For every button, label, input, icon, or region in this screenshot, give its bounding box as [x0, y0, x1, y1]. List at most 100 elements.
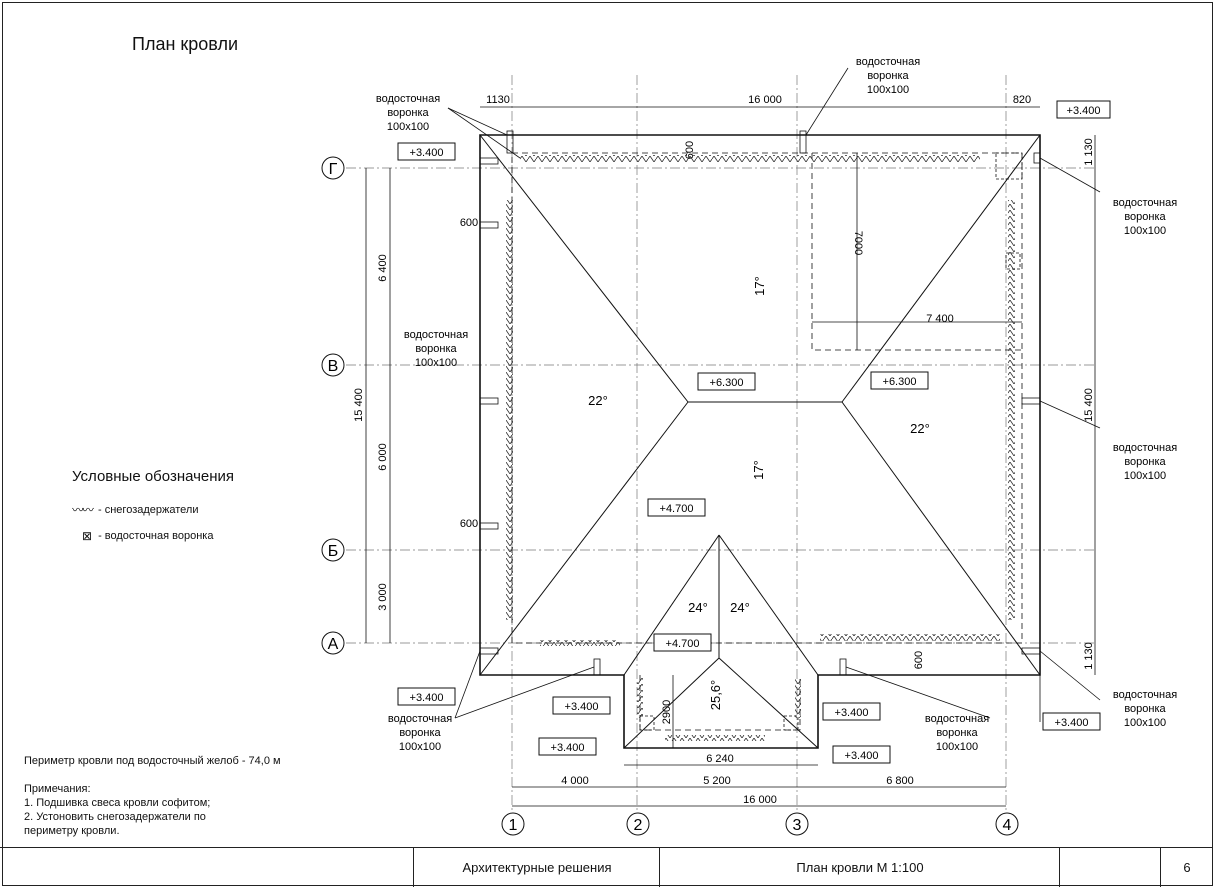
dim-label: 16 000: [748, 94, 782, 106]
level-mark: +3.400: [410, 147, 444, 159]
legend-item-drain-funnel: ⊠ - водосточная воронка: [82, 529, 213, 543]
legend-item-snow-guards: 〰〰 - снегозадержатели: [72, 501, 198, 518]
level-mark: +6.300: [883, 376, 917, 388]
dim-label: 6 240: [706, 753, 734, 765]
dim-label: 1130: [486, 94, 510, 106]
snow-guard-icon: 〰〰: [72, 503, 94, 517]
level-mark: +3.400: [410, 692, 444, 704]
dim-label: 600: [913, 651, 925, 669]
funnel-label: воронка: [1124, 703, 1166, 715]
dim-label: 4 000: [561, 775, 589, 787]
stamp-sheet-title: План кровли М 1:100: [659, 848, 1060, 887]
dim-label: 7 400: [926, 313, 954, 325]
dim-label: 2900: [661, 700, 673, 724]
axis-col-0: 1: [509, 817, 518, 834]
stamp-section: Архитектурные решения: [413, 848, 660, 887]
funnel-label: воронка: [1124, 211, 1166, 223]
level-mark: +4.700: [660, 503, 694, 515]
level-mark-box: [822, 702, 881, 721]
axis-row-1: В: [328, 358, 339, 375]
level-mark: +4.700: [666, 638, 700, 650]
level-mark: +3.400: [565, 701, 599, 713]
level-mark: +3.400: [1055, 717, 1089, 729]
dim-label: 15 400: [353, 388, 365, 422]
dim-label: 15 400: [1083, 388, 1095, 422]
funnel-label: водосточная: [856, 56, 920, 68]
level-mark: +3.400: [551, 742, 585, 754]
axis-row-2-circle: [321, 538, 345, 562]
funnel-label: водосточная: [376, 93, 440, 105]
legend-label: - снегозадержатели: [98, 503, 199, 516]
axis-col-0-circle: [501, 812, 525, 836]
dim-label: 6 000: [377, 443, 389, 471]
funnel-label: 100x100: [936, 741, 978, 753]
funnel-label: воронка: [1124, 456, 1166, 468]
dim-label: 600: [684, 141, 696, 159]
title-block: Архитектурные решения План кровли М 1:10…: [0, 847, 1213, 887]
slope-label: 22°: [910, 421, 930, 436]
level-mark-box: [552, 696, 611, 715]
funnel-label: воронка: [867, 70, 909, 82]
slope-label: 17°: [752, 276, 767, 296]
stamp-sheet-number: 6: [1160, 848, 1213, 887]
axis-row-0-circle: [321, 156, 345, 180]
funnel-label: воронка: [399, 727, 441, 739]
axis-col-2-circle: [785, 812, 809, 836]
funnel-label: водосточная: [388, 713, 452, 725]
level-mark: +3.400: [835, 707, 869, 719]
legend-label: - водосточная воронка: [98, 530, 214, 542]
level-mark-box: [538, 737, 597, 756]
axis-col-2: 3: [793, 817, 802, 834]
funnel-label: 100x100: [1124, 470, 1166, 482]
notes-line: периметру кровли.: [24, 825, 120, 837]
page-title: План кровли: [132, 34, 238, 54]
level-mark: +6.300: [710, 377, 744, 389]
slope-label: 24°: [688, 600, 708, 615]
funnel-label: 100x100: [387, 121, 429, 133]
funnel-label: воронка: [936, 727, 978, 739]
drain-funnel-icon: ⊠: [82, 529, 93, 543]
dim-label: 1 130: [1083, 138, 1095, 166]
level-mark-box: [870, 371, 929, 390]
funnel-label: 100x100: [1124, 717, 1166, 729]
funnel-label: водосточная: [1113, 689, 1177, 701]
notes-line: 2. Устоновить снегозадержатели по: [24, 811, 206, 823]
slope-label: 25,6°: [708, 680, 723, 711]
level-mark-box: [832, 745, 891, 764]
dim-label: 600: [460, 518, 478, 530]
level-mark-box: [1042, 712, 1101, 731]
dim-label: 7000: [852, 231, 864, 255]
level-mark-box: [397, 142, 456, 161]
dim-label: 820: [1013, 94, 1031, 106]
funnel-label: водосточная: [1113, 197, 1177, 209]
axis-col-1-circle: [626, 812, 650, 836]
legend-title: Условные обозначения: [72, 468, 235, 485]
dim-label: 3 000: [377, 583, 389, 611]
axis-row-1-circle: [321, 353, 345, 377]
perimeter-note: Периметр кровли под водосточный желоб - …: [24, 755, 281, 767]
axis-row-2: Б: [328, 543, 339, 560]
axis-col-3-circle: [995, 812, 1019, 836]
axis-row-3: А: [328, 636, 339, 653]
funnel-label: 100x100: [415, 357, 457, 369]
funnel-label: 100x100: [1124, 225, 1166, 237]
dim-label: 5 200: [703, 775, 731, 787]
dim-label: 600: [460, 217, 478, 229]
funnel-label: 100x100: [399, 741, 441, 753]
funnel-label: воронка: [387, 107, 429, 119]
axis-col-3: 4: [1003, 817, 1012, 834]
level-mark: +3.400: [845, 750, 879, 762]
dim-label: 16 000: [743, 794, 777, 806]
level-mark-box: [647, 498, 706, 517]
axis-row-3-circle: [321, 631, 345, 655]
dim-label: 6 800: [886, 775, 914, 787]
notes-line: 1. Подшивка свеса кровли софитом;: [24, 797, 211, 809]
funnel-label: водосточная: [404, 329, 468, 341]
funnel-label: 100x100: [867, 84, 909, 96]
slope-label: 24°: [730, 600, 750, 615]
dim-label: 6 400: [377, 254, 389, 282]
level-mark-box: [1056, 100, 1111, 119]
slope-label: 17°: [751, 460, 766, 480]
